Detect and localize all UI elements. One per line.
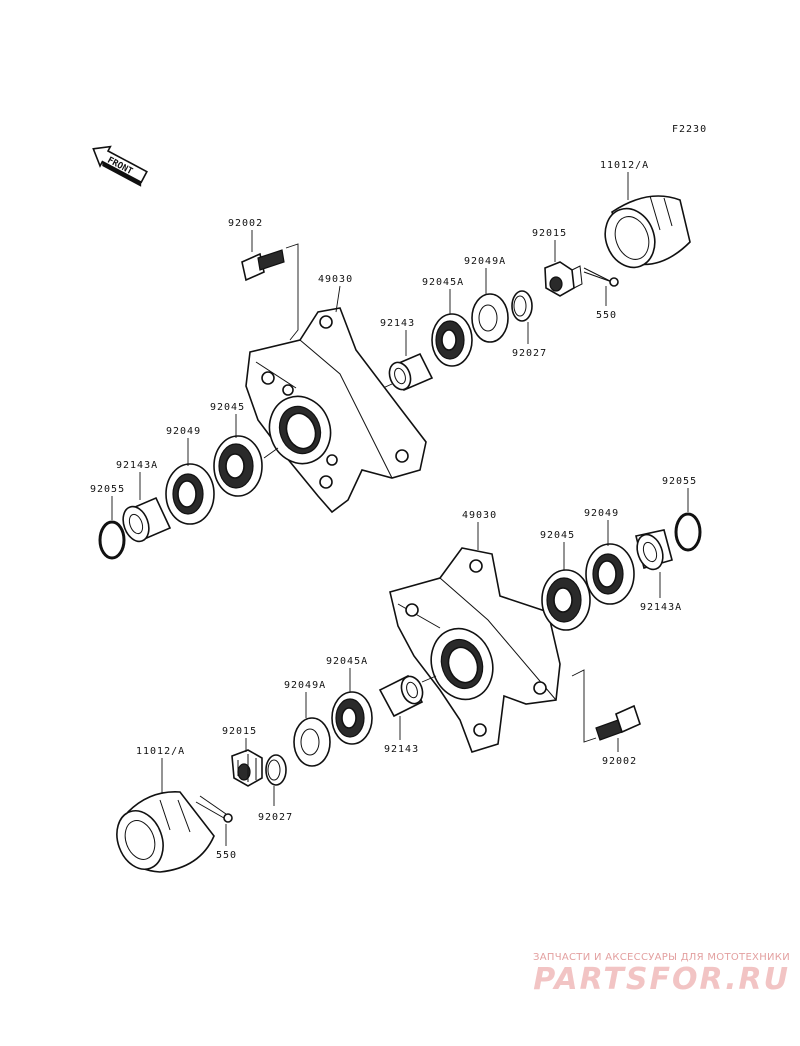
label-seal-bottom: 92049 [584,508,619,519]
front-arrow-icon: FRONT [92,145,148,187]
seal-top [165,463,215,525]
spacer-bottom [378,674,424,718]
label-collar-top: 92027 [512,348,547,359]
bearing-a-bottom [331,691,373,745]
seal-a-bottom [293,717,331,767]
label-seal-a-bottom: 92049A [284,680,326,691]
label-nut-top: 92015 [532,228,567,239]
label-collar-b-top: 92143A [116,460,158,471]
label-nut-bottom: 92015 [222,726,257,737]
collar-bottom [265,754,287,786]
nut-top [544,261,583,297]
ring-top [98,520,126,560]
watermark-brand: PARTSFOR.RU [533,962,790,997]
label-ring-top: 92055 [90,484,125,495]
label-pin-bottom: 550 [216,850,237,861]
label-cap-top: 11012/A [600,160,649,171]
label-hub-bottom: 49030 [462,510,497,521]
hub-bottom [389,547,561,753]
collar-top [511,290,533,322]
label-bearing-a-top: 92045A [422,277,464,288]
cap-bottom [116,791,215,873]
ring-bottom [674,512,702,552]
label-bolt-top: 92002 [228,218,263,229]
seal-a-top [471,293,509,343]
seal-bottom [585,543,635,605]
bolt-top [241,249,285,282]
bearing-bottom [541,569,591,631]
cotter-pin-top [583,267,619,287]
label-seal-a-top: 92049A [464,256,506,267]
bearing-top [213,435,263,497]
cap-top [604,195,691,269]
label-pin-top: 550 [596,310,617,321]
bearing-a-top [431,313,473,367]
label-collar-b-bottom: 92143A [640,602,682,613]
label-cap-bottom: 11012/A [136,746,185,757]
nut-bottom [231,749,263,787]
label-spacer-top: 92143 [380,318,415,329]
cotter-pin-bottom [195,795,233,823]
label-spacer-bottom: 92143 [384,744,419,755]
diagram-code: F2230 [672,124,707,135]
label-bearing-a-bottom: 92045A [326,656,368,667]
label-seal-top: 92049 [166,426,201,437]
spacer-top [388,352,434,392]
label-collar-bottom: 92027 [258,812,293,823]
collar-b-bottom [635,529,673,571]
hub-top [245,307,427,514]
bolt-bottom [595,704,641,741]
label-hub-top: 49030 [318,274,353,285]
label-bearing-bottom: 92045 [540,530,575,541]
label-bolt-bottom: 92002 [602,756,637,767]
label-ring-bottom: 92055 [662,476,697,487]
watermark-tagline: ЗАПЧАСТИ И АКСЕССУАРЫ ДЛЯ МОТОТЕХНИКИ [533,952,790,963]
collar-b-top [122,496,172,543]
label-bearing-top: 92045 [210,402,245,413]
